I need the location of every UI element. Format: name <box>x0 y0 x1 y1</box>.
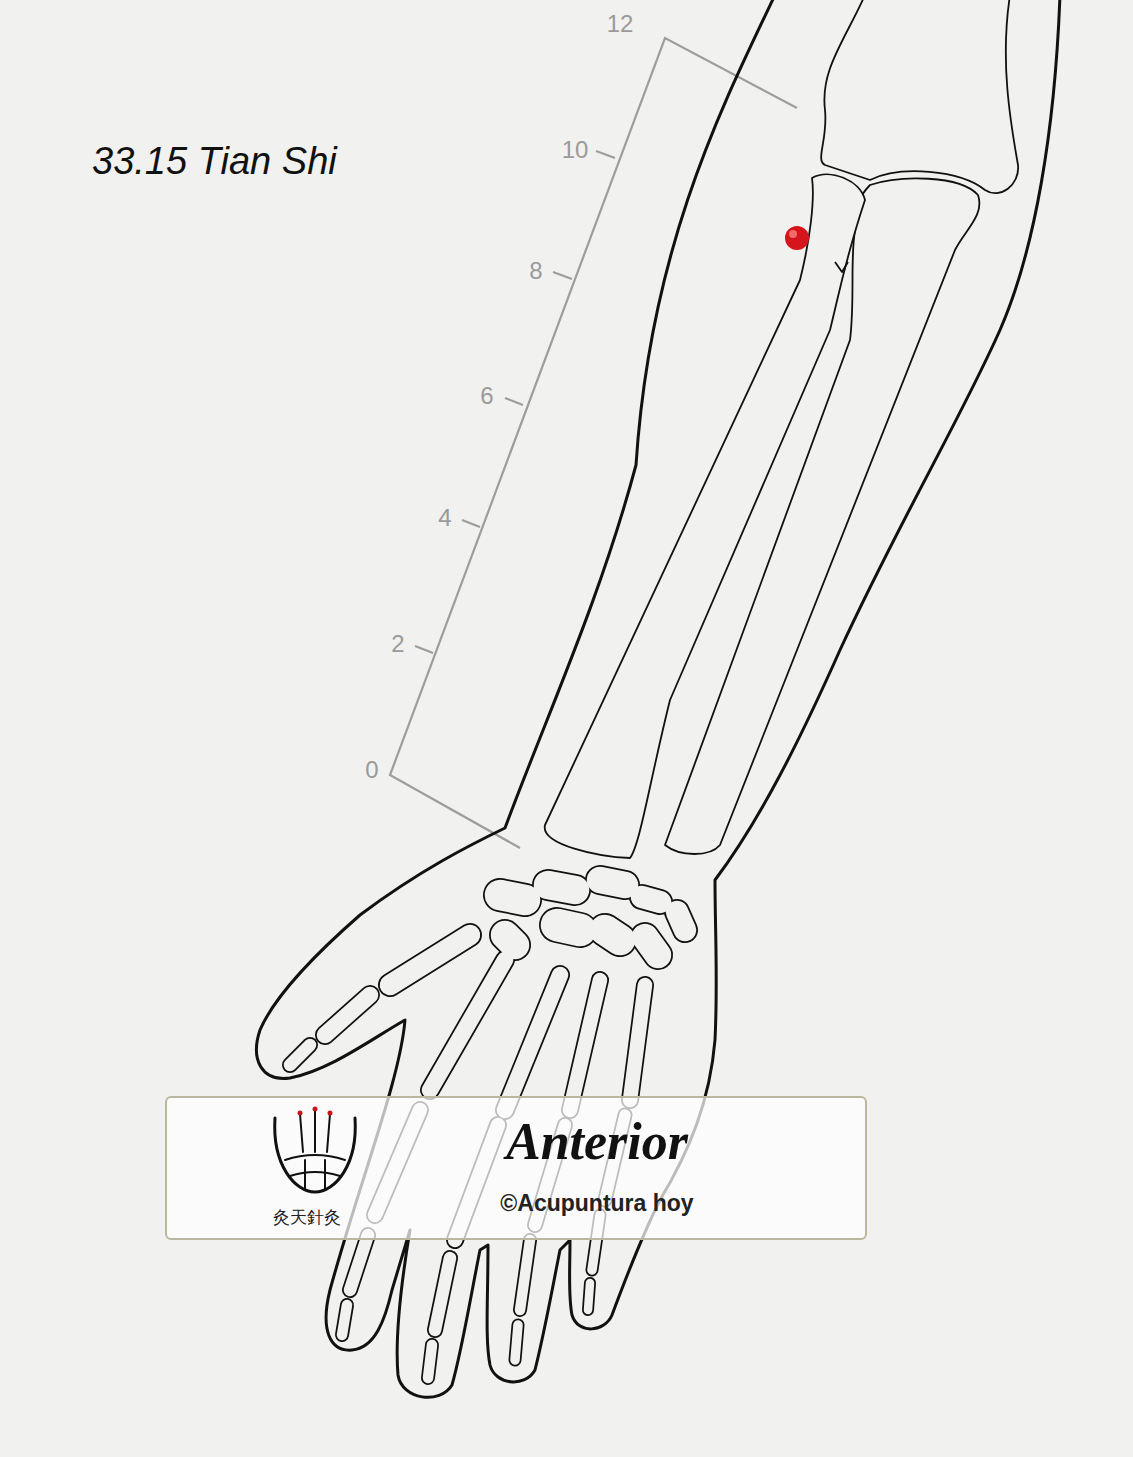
acupoint-highlight <box>789 230 797 238</box>
acupoint-dot <box>785 226 809 250</box>
copyright-text: ©Acupuntura hoy <box>387 1190 807 1217</box>
scale-number: 4 <box>438 504 451 532</box>
label-box: Anterior ©Acupuntura hoy 灸天針灸 <box>165 1096 867 1240</box>
scale-number: 6 <box>480 382 493 410</box>
bones <box>545 0 1018 858</box>
scale-number: 2 <box>391 630 404 658</box>
scale-number: 8 <box>529 257 542 285</box>
scale-number: 0 <box>365 756 378 784</box>
scale-number: 10 <box>562 136 589 164</box>
figure-title: 33.15 Tian Shi <box>92 140 337 183</box>
view-heading: Anterior <box>387 1112 807 1171</box>
scale-number: 12 <box>607 10 634 38</box>
logo-caption: 灸天針灸 <box>237 1206 377 1229</box>
